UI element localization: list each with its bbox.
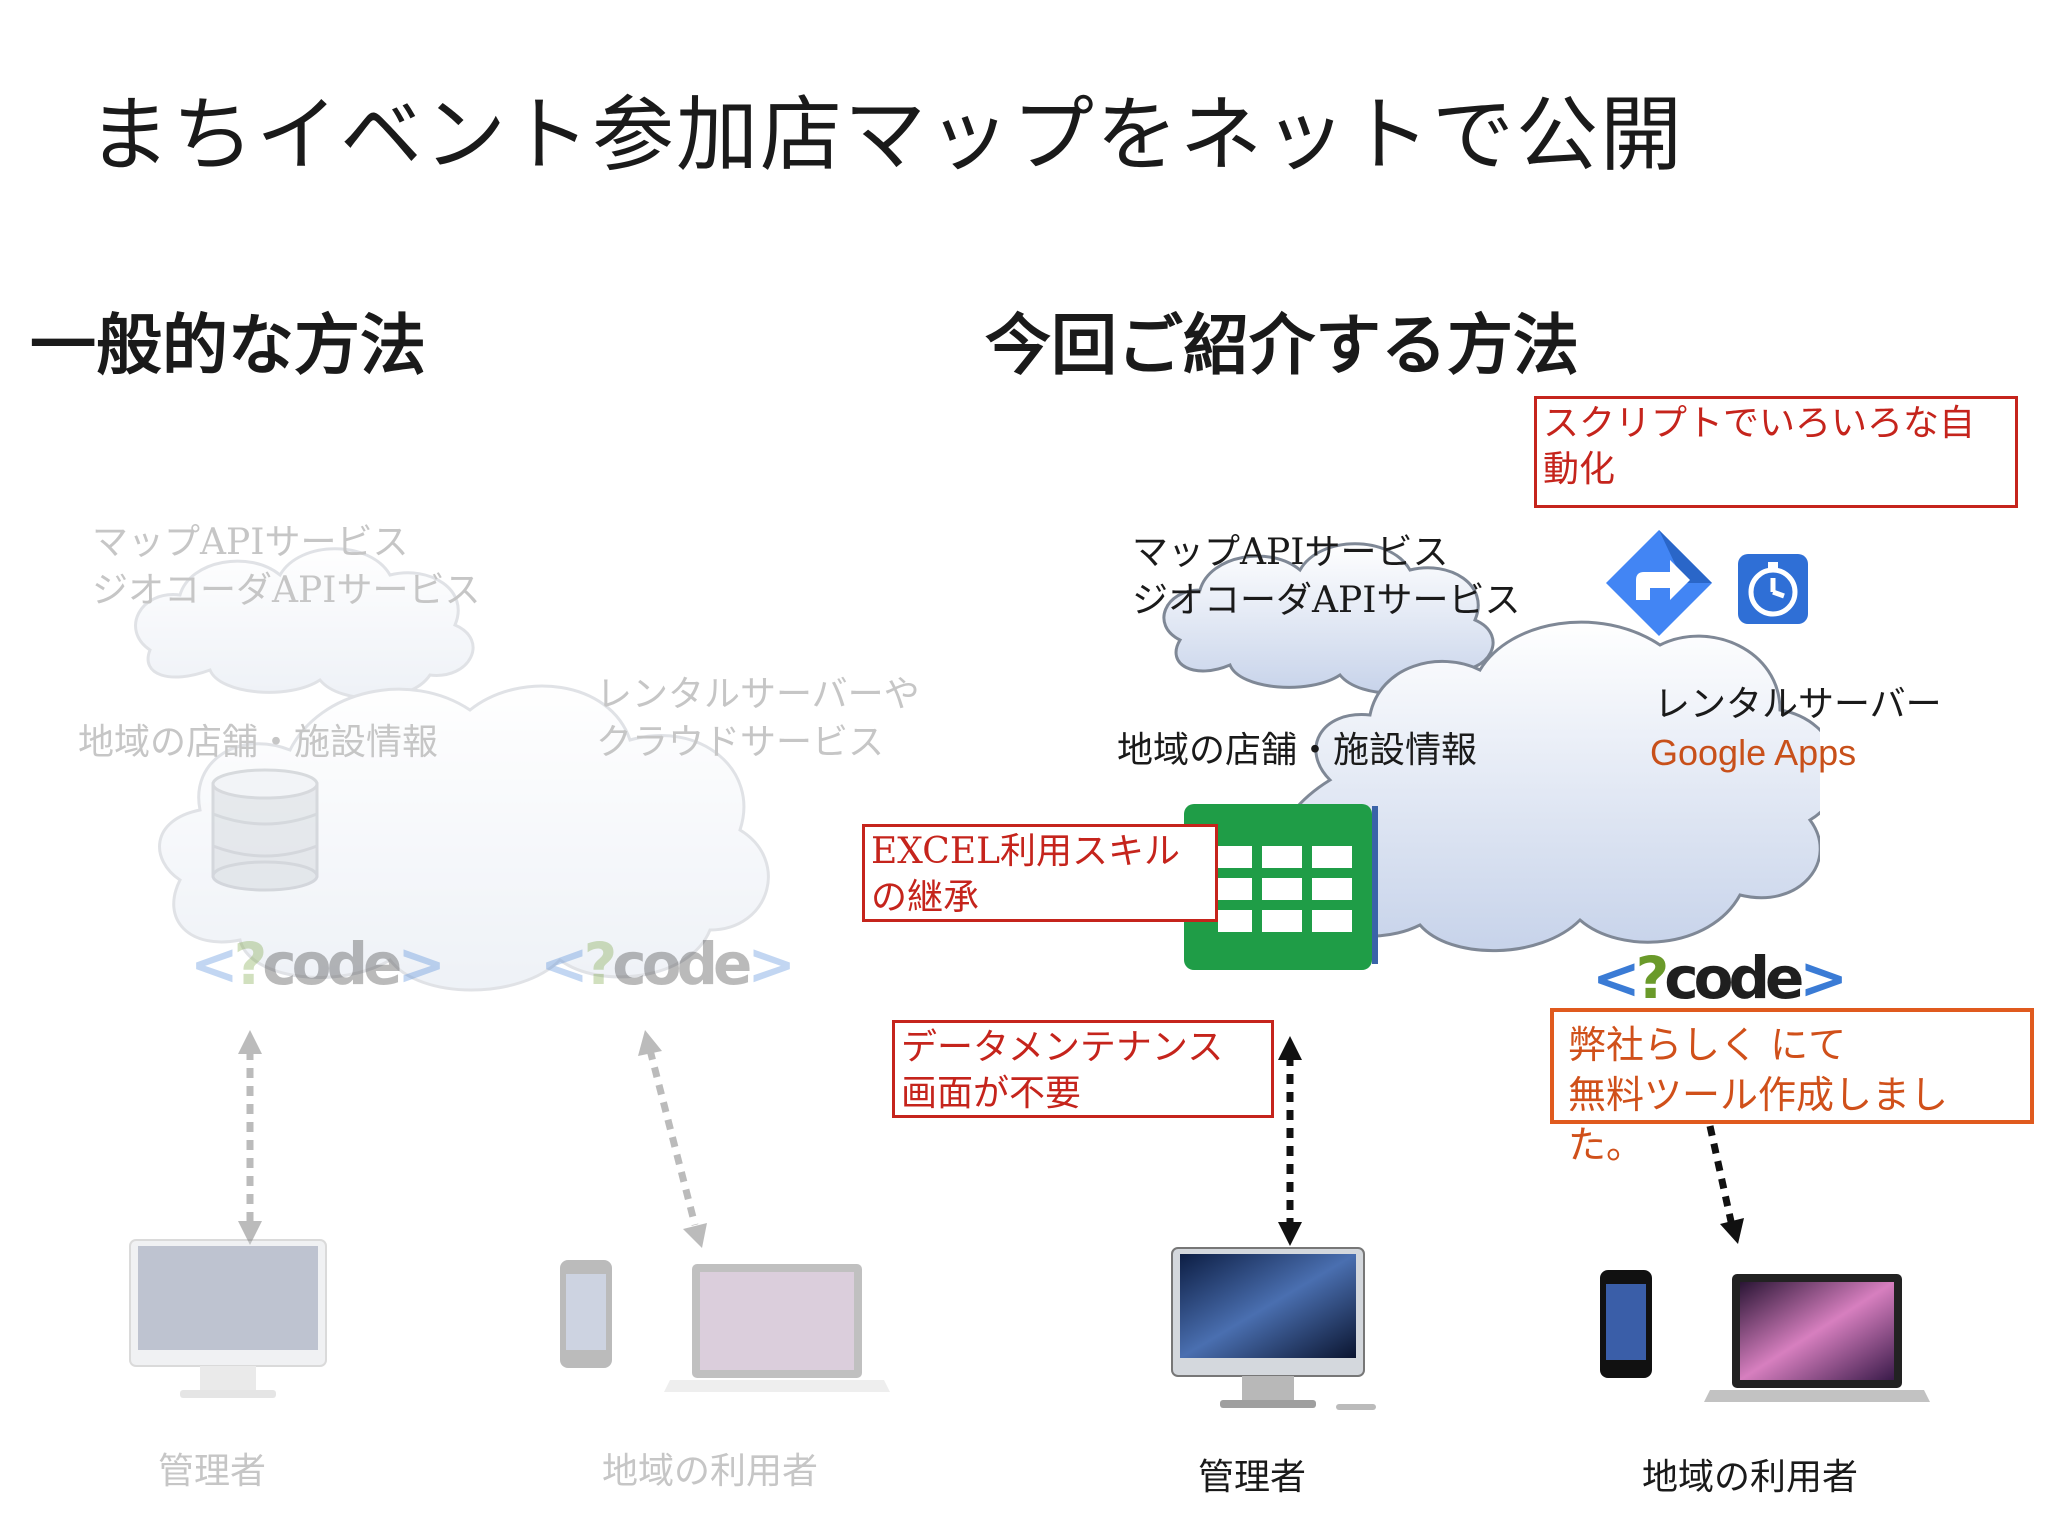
left-admin-label: 管理者	[158, 1451, 267, 1492]
left-macbook-icon	[664, 1264, 890, 1392]
script-note-line1: スクリプトでいろいろな自	[1543, 403, 1976, 444]
big-cloud-shape	[158, 684, 770, 992]
left-devices	[129, 1239, 890, 1398]
maintenance-note-box: データメンテナンス 画面が不要	[892, 1020, 1274, 1118]
excel-note-line2: の継承	[871, 877, 980, 918]
right-local-info: 地域の店舗・施設情報	[1117, 730, 1478, 771]
maintenance-note-line1: データメンテナンス	[901, 1027, 1224, 1068]
right-map-service-line1: マップAPIサービス	[1132, 532, 1449, 573]
right-admin-label: 管理者	[1198, 1457, 1307, 1498]
right-iphone-icon	[1600, 1270, 1652, 1378]
timer-trigger-icon	[1738, 554, 1808, 624]
right-heading: 今回ご紹介する方法	[985, 306, 1579, 384]
left-arrows	[238, 1030, 707, 1248]
left-server-line2: クラウドサービス	[596, 722, 885, 763]
spreadsheet-icon	[1184, 804, 1378, 970]
excel-note-line1: EXCEL利用スキル	[871, 831, 1181, 872]
right-map-service-line2: ジオコーダAPIサービス	[1132, 580, 1521, 621]
left-iphone-icon	[560, 1260, 612, 1368]
script-note-box: スクリプトでいろいろな自 動化	[1534, 396, 2018, 508]
tool-note-line2: 無料ツール作成しました。	[1568, 1073, 1949, 1167]
right-imac-icon	[1171, 1247, 1376, 1410]
right-users-label: 地域の利用者	[1642, 1457, 1859, 1498]
left-users-label: 地域の利用者	[602, 1451, 819, 1492]
right-server-line2: Google Apps	[1650, 732, 1857, 773]
tool-note-box: 弊社らしく にて 無料ツール作成しました。	[1550, 1008, 2034, 1167]
slide-title: まちイベント参加店マップをネットで公開	[88, 88, 1685, 183]
left-clouds	[134, 547, 770, 992]
right-server-line1: レンタルサーバー	[1654, 684, 1942, 725]
left-heading: 一般的な方法	[30, 306, 426, 384]
left-user-arrow	[646, 1049, 699, 1226]
left-code-logo-1: <?code>	[190, 930, 446, 998]
script-note-line2: 動化	[1543, 449, 1616, 490]
right-devices	[1171, 1247, 1930, 1410]
right-clouds	[1162, 542, 1820, 953]
excel-note-box: EXCEL利用スキル の継承	[862, 824, 1218, 922]
database-icon	[211, 768, 319, 892]
small-cloud-shape	[134, 547, 475, 700]
left-map-service-line2: ジオコーダAPIサービス	[92, 570, 481, 611]
right-user-arrow	[1706, 1125, 1736, 1227]
apps-script-arrow-icon	[1606, 530, 1712, 636]
left-local-info: 地域の店舗・施設情報	[78, 722, 439, 763]
right-macbook-icon	[1704, 1274, 1930, 1402]
left-imac-icon	[129, 1239, 327, 1398]
left-server-line1: レンタルサーバーや	[596, 674, 920, 715]
right-arrows	[1278, 1036, 1744, 1246]
left-code-logo-2: <?code>	[540, 930, 796, 998]
left-map-service-line1: マップAPIサービス	[92, 522, 409, 563]
maintenance-note-line2: 画面が不要	[901, 1073, 1082, 1114]
right-code-logo: <?code>	[1586, 944, 1849, 1012]
small-cloud-shape	[1162, 542, 1495, 695]
tool-note-line1: 弊社らしく にて	[1568, 1023, 1847, 1067]
